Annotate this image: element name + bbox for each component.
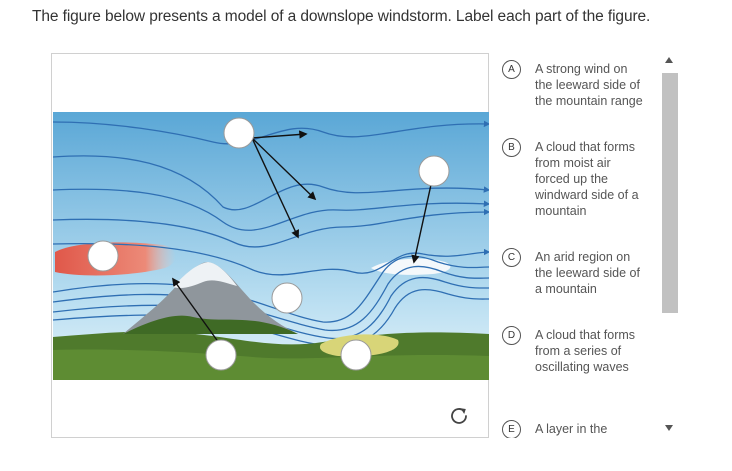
scroll-up-arrow-icon[interactable] [665,57,673,63]
options-scrollbar[interactable] [660,53,682,438]
label-options-list: A A strong wind on the leeward side of t… [495,53,655,438]
mountain-forest [123,315,298,334]
option-letter-badge: C [502,248,521,267]
grass-highlight [53,349,489,380]
label-drop-target-5[interactable] [205,339,237,371]
label-drop-target-3[interactable] [87,240,119,272]
mountain [123,262,298,334]
option-text: A cloud that forms from a series of osci… [535,328,636,374]
option-text: An arid region on the leeward side of a … [535,250,640,296]
label-drop-target-6[interactable] [340,339,372,371]
figure-panel [51,53,489,438]
label-drop-target-1[interactable] [223,117,255,149]
downslope-windstorm-figure [53,112,489,380]
option-text: A layer in the [535,422,608,436]
scroll-down-arrow-icon[interactable] [665,425,673,431]
option-letter-badge: E [502,420,521,438]
option-letter-badge: B [502,138,521,157]
option-letter-badge: A [502,60,521,79]
refresh-icon[interactable] [447,404,471,428]
option-text: A strong wind on the leeward side of the… [535,62,643,108]
scroll-thumb[interactable] [662,73,678,313]
option-text: A cloud that forms from moist air forced… [535,140,639,218]
mountain-snow [173,262,237,289]
option-letter-badge: D [502,326,521,345]
label-drop-target-2[interactable] [418,155,450,187]
leader-lines [172,130,435,344]
label-drop-target-4[interactable] [271,282,303,314]
question-text: The figure below presents a model of a d… [32,8,651,25]
